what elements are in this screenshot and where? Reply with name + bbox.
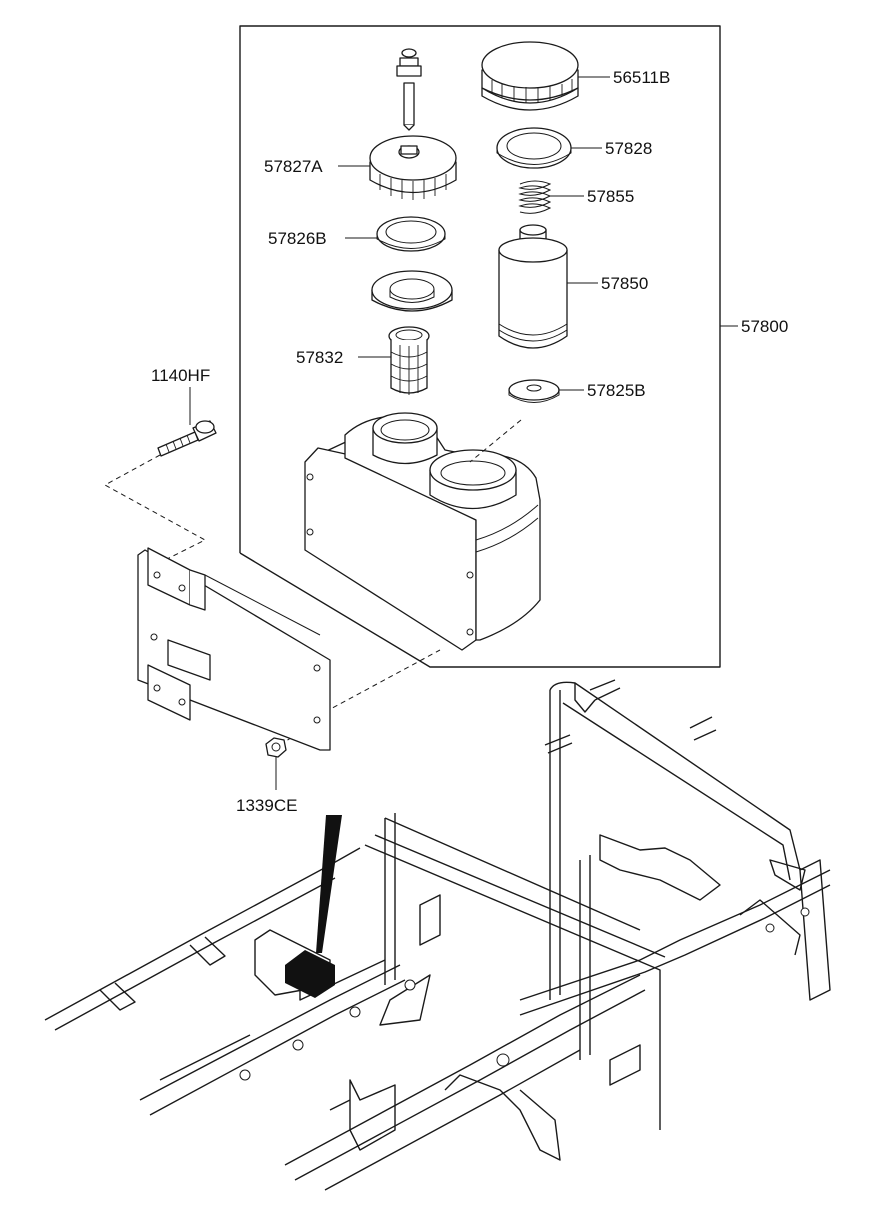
label-1140HF: 1140HF <box>151 366 210 385</box>
bolt-1140HF-part <box>157 420 217 457</box>
label-57855: 57855 <box>587 187 634 206</box>
label-57850: 57850 <box>601 274 648 293</box>
vent-bolt-part <box>396 48 422 131</box>
washer-57825B-part <box>508 379 560 403</box>
cap-57827A-part <box>369 135 457 200</box>
mounting-bracket-part <box>137 547 331 751</box>
filter-57850-part <box>498 224 568 349</box>
cap-56511B-part <box>481 41 579 111</box>
spring-57855-part <box>518 180 552 214</box>
label-57832: 57832 <box>296 348 343 367</box>
seal-ring-part <box>371 270 453 312</box>
strainer-57832-part <box>388 326 430 395</box>
assembly-box <box>239 25 738 668</box>
label-57826B: 57826B <box>268 229 327 248</box>
label-57800: 57800 <box>741 317 788 336</box>
reservoir-tank-part <box>304 412 541 651</box>
location-marker <box>285 815 342 998</box>
dash-washer-to-tank <box>469 419 522 463</box>
chassis-frame-part <box>44 679 831 1191</box>
dash-bolt-to-bracket <box>103 454 207 561</box>
gasket-57828-part <box>496 127 572 169</box>
label-57827A: 57827A <box>264 157 323 176</box>
nut-1339CE-part <box>265 737 287 790</box>
label-1339CE: 1339CE <box>236 796 297 815</box>
gasket-57826B-part <box>376 216 446 252</box>
label-56511B: 56511B <box>613 68 670 87</box>
label-57825B: 57825B <box>587 381 646 400</box>
label-57828: 57828 <box>605 139 652 158</box>
dash-bracket-to-tank <box>324 649 441 713</box>
